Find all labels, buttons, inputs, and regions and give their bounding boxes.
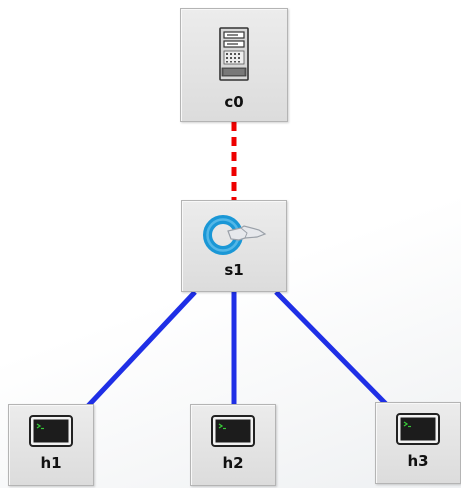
node-controller-c0[interactable]: c0 (180, 8, 288, 122)
node-switch-s1[interactable]: s1 (181, 200, 287, 292)
terminal-icon (29, 415, 73, 447)
node-label-c0: c0 (224, 93, 244, 111)
server-icon (219, 27, 249, 81)
node-label-s1: s1 (224, 261, 244, 279)
node-host-h3[interactable]: h3 (375, 402, 461, 484)
node-label-h2: h2 (222, 454, 244, 472)
node-label-h3: h3 (407, 452, 429, 470)
node-host-h2[interactable]: h2 (190, 404, 276, 486)
link-s1-h1[interactable] (86, 290, 197, 408)
switch-icon (203, 215, 267, 255)
node-label-h1: h1 (40, 454, 62, 472)
terminal-icon (211, 415, 255, 447)
link-s1-h3[interactable] (274, 290, 388, 406)
terminal-icon (396, 413, 440, 445)
node-host-h1[interactable]: h1 (8, 404, 94, 486)
